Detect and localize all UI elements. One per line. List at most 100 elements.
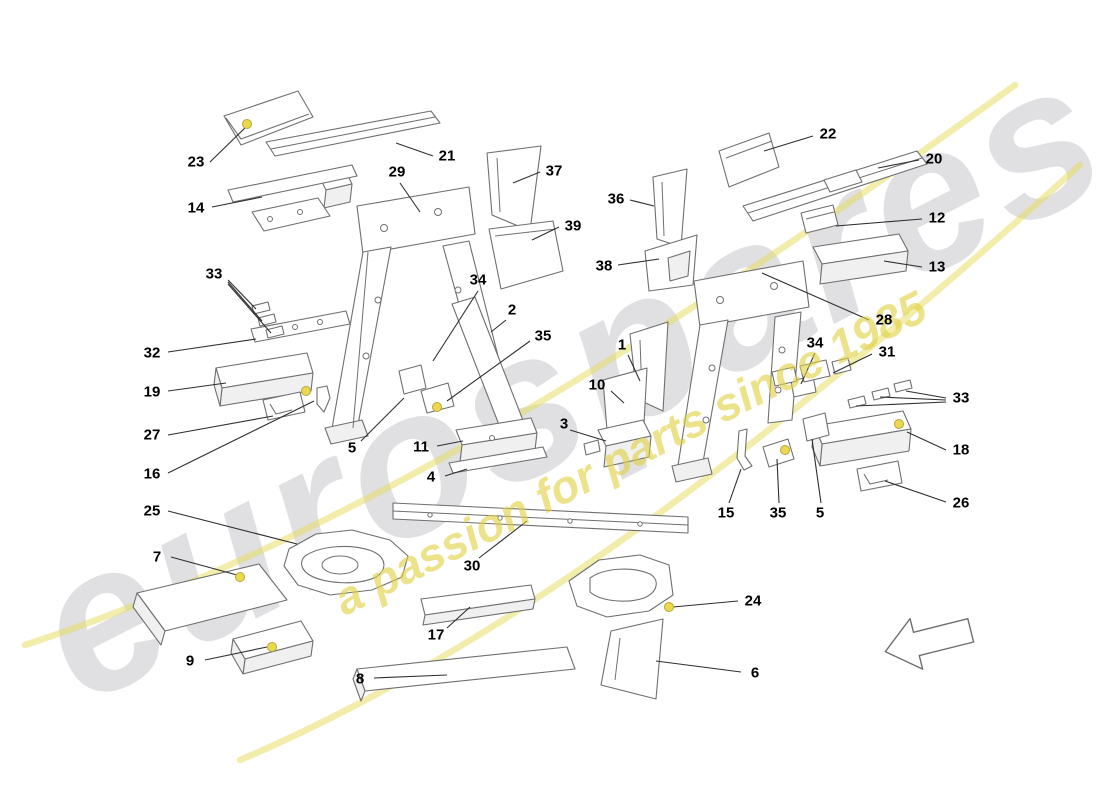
part-label-19: 19 <box>143 383 161 401</box>
part-5-left-shape <box>398 364 427 395</box>
fastener-marker <box>432 402 442 412</box>
leader-line <box>811 438 822 504</box>
leader-line <box>204 646 268 661</box>
leader-line <box>569 429 607 442</box>
part-39-shape <box>488 220 564 290</box>
leader-line <box>170 556 238 576</box>
part-label-28: 28 <box>875 311 893 329</box>
leader-line <box>227 283 272 334</box>
leader-line <box>167 415 274 436</box>
part-label-14: 14 <box>187 199 205 217</box>
part-label-2: 2 <box>507 301 517 319</box>
part-label-12: 12 <box>928 209 946 227</box>
part-label-26: 26 <box>952 494 970 512</box>
part-13-shape <box>812 233 909 285</box>
part-label-18: 18 <box>952 441 970 459</box>
fastener-marker <box>894 419 904 429</box>
part-label-8: 8 <box>355 670 365 688</box>
part-label-1: 1 <box>617 336 627 354</box>
part-17-shape <box>420 584 536 626</box>
leader-line <box>800 352 816 385</box>
part-35-right-shape <box>762 438 795 468</box>
part-19-shape <box>213 352 314 407</box>
leader-line <box>444 468 468 477</box>
part-label-16: 16 <box>143 465 161 483</box>
part-label-22: 22 <box>819 125 837 143</box>
direction-arrow-icon <box>884 617 975 670</box>
part-31-shape <box>771 357 852 387</box>
leader-line <box>627 354 641 382</box>
part-label-27: 27 <box>143 426 161 444</box>
fastener-markers-layer <box>235 119 904 652</box>
part-12-shape <box>800 204 839 234</box>
leader-line <box>761 272 870 321</box>
leader-line <box>436 440 464 447</box>
part-4-shape <box>448 446 548 474</box>
leader-line <box>629 199 655 207</box>
part-label-36: 36 <box>607 190 625 208</box>
part-label-6: 6 <box>750 664 760 682</box>
part-label-25: 25 <box>143 502 161 520</box>
fastener-marker <box>267 642 277 652</box>
part-label-33: 33 <box>952 389 970 407</box>
leader-line <box>884 480 947 503</box>
part-28-shape <box>671 260 810 483</box>
part-label-7: 7 <box>152 548 162 566</box>
leader-line <box>672 600 739 608</box>
leader-line <box>610 390 625 404</box>
fastener-marker <box>301 386 311 396</box>
part-label-35: 35 <box>534 327 552 345</box>
fastener-marker <box>235 572 245 582</box>
leader-line <box>531 226 560 241</box>
leader-line <box>395 142 434 157</box>
leader-line <box>728 468 742 504</box>
part-label-38: 38 <box>595 257 613 275</box>
part-9-shape <box>230 620 314 675</box>
leader-line <box>877 159 920 169</box>
part-label-21: 21 <box>438 147 456 165</box>
part-21-shape <box>265 110 441 157</box>
part-22-shape <box>718 132 780 188</box>
leader-line <box>855 401 947 407</box>
part-7-shape <box>132 563 288 646</box>
leader-line <box>167 400 315 474</box>
part-label-29: 29 <box>388 163 406 181</box>
leader-line <box>905 390 947 399</box>
part-label-35: 35 <box>769 504 787 522</box>
part-24-shape <box>568 554 674 618</box>
part-label-9: 9 <box>185 652 195 670</box>
fastener-marker <box>242 119 252 129</box>
leader-line <box>167 338 257 353</box>
part-label-11: 11 <box>413 438 429 456</box>
leader-line <box>446 340 531 402</box>
part-label-31: 31 <box>878 343 896 361</box>
part-27-shape <box>262 391 306 421</box>
part-label-30: 30 <box>463 557 481 575</box>
part-14-shape <box>227 164 358 232</box>
part-label-20: 20 <box>925 150 943 168</box>
part-label-4: 4 <box>426 468 436 486</box>
part-6-shape <box>600 618 664 700</box>
leader-line <box>399 182 421 213</box>
part-label-23: 23 <box>187 153 205 171</box>
part-26-shape <box>856 460 903 492</box>
leader-line <box>906 431 947 451</box>
leader-lines-layer <box>167 125 947 679</box>
part-label-39: 39 <box>564 217 582 235</box>
leader-line <box>211 196 263 208</box>
part-25-shape <box>283 529 409 596</box>
part-label-13: 13 <box>928 258 946 276</box>
part-label-15: 15 <box>717 504 735 522</box>
part-15-shape <box>736 428 753 471</box>
part-label-32: 32 <box>143 344 161 362</box>
leader-line <box>209 125 248 163</box>
part-label-33: 33 <box>205 265 223 283</box>
part-label-34: 34 <box>806 334 824 352</box>
leader-line <box>763 135 814 152</box>
fastener-marker <box>780 445 790 455</box>
part-16-shape <box>316 385 331 413</box>
fastener-marker <box>664 602 674 612</box>
leader-line <box>832 353 873 374</box>
part-label-5: 5 <box>815 504 825 522</box>
